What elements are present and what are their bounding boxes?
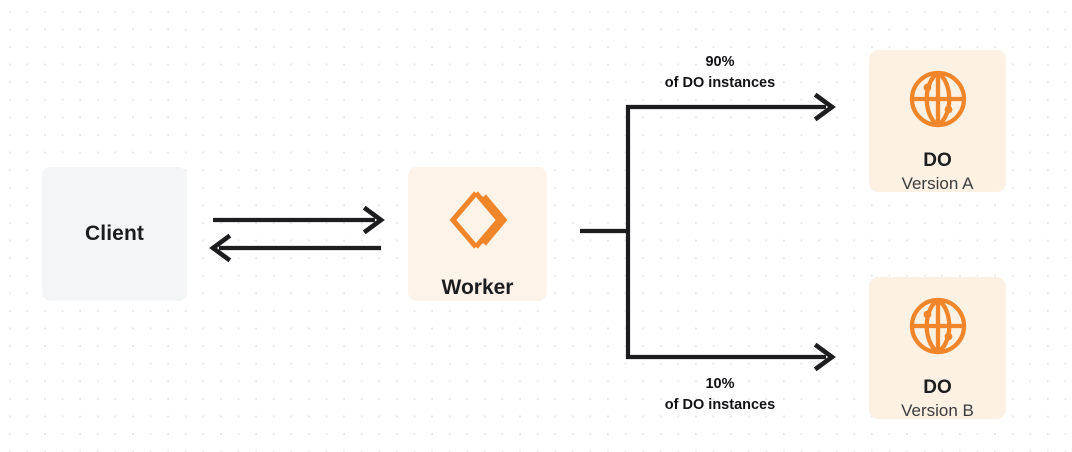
node-worker-label: Worker [441, 276, 514, 299]
node-client-label: Client [85, 222, 144, 245]
node-do-a-subtitle: Version A [901, 173, 974, 193]
node-client[interactable]: Client [42, 167, 187, 301]
edge-label-do-a-percent: 90% [705, 54, 735, 70]
node-do-version-b[interactable]: DO Version B [869, 277, 1006, 420]
edge-label-do-b-text: of DO instances [664, 397, 776, 414]
edge-label-do-b-percent: 10% [705, 376, 735, 392]
connector-client-to-worker [213, 205, 385, 235]
node-do-version-a[interactable]: DO Version A [869, 50, 1006, 193]
node-do-b-title: DO [923, 377, 952, 398]
edge-label-do-b: 10% of DO instances [600, 374, 840, 416]
node-do-b-subtitle: Version B [901, 400, 974, 420]
cloudflare-workers-icon [446, 189, 510, 256]
edge-label-do-a: 90% of DO instances [600, 52, 840, 94]
globe-icon [907, 68, 969, 135]
node-do-a-title: DO [923, 150, 952, 171]
connector-worker-to-do-a [625, 92, 836, 231]
connector-worker-to-client [209, 233, 381, 263]
globe-icon [907, 295, 969, 362]
edge-label-do-a-text: of DO instances [664, 75, 776, 92]
node-worker[interactable]: Worker [408, 167, 547, 301]
connector-worker-to-do-b [625, 231, 836, 372]
